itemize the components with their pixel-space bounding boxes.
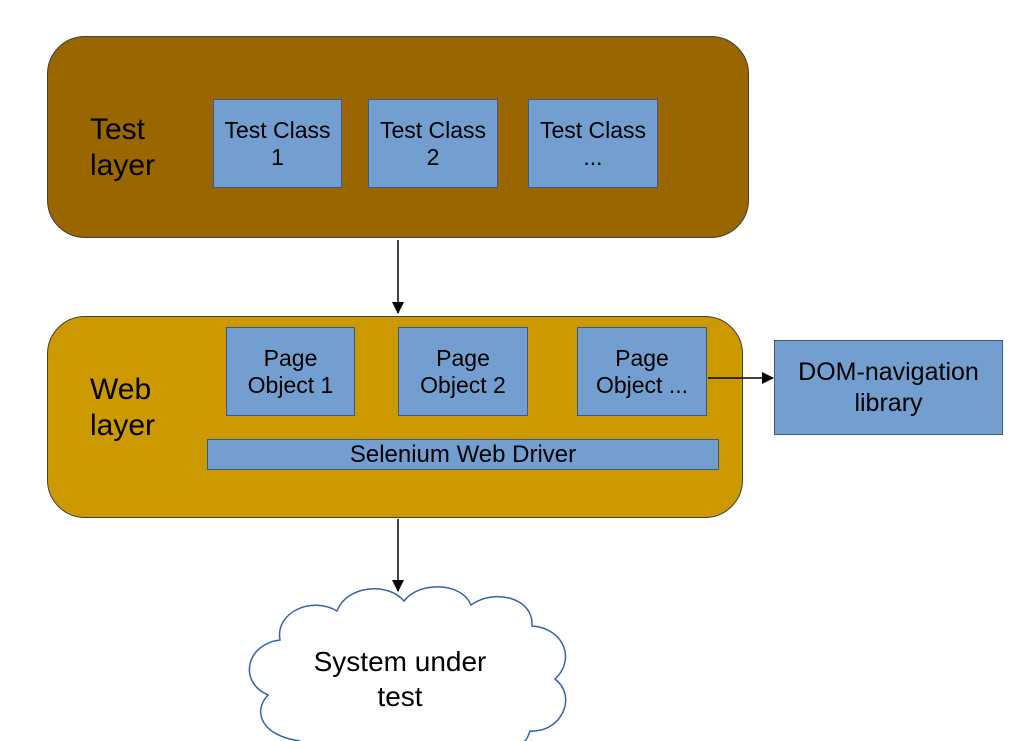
system-under-test-label: System under test <box>313 646 487 712</box>
test-layer-label: Test layer <box>90 113 156 182</box>
page-object-1-box: Page Object 1 <box>226 327 355 416</box>
test-class-1-box: Test Class 1 <box>213 99 342 188</box>
page-object-more-box: Page Object ... <box>577 327 707 416</box>
test-class-2-box: Test Class 2 <box>368 99 498 188</box>
selenium-web-driver-box: Selenium Web Driver <box>207 439 719 470</box>
cloud-shape <box>248 586 567 741</box>
page-object-2-box: Page Object 2 <box>398 327 528 416</box>
test-class-more-box: Test Class ... <box>528 99 658 188</box>
web-layer-label: Web layer <box>90 373 156 442</box>
dom-navigation-library-box: DOM-navigation library <box>774 340 1003 435</box>
